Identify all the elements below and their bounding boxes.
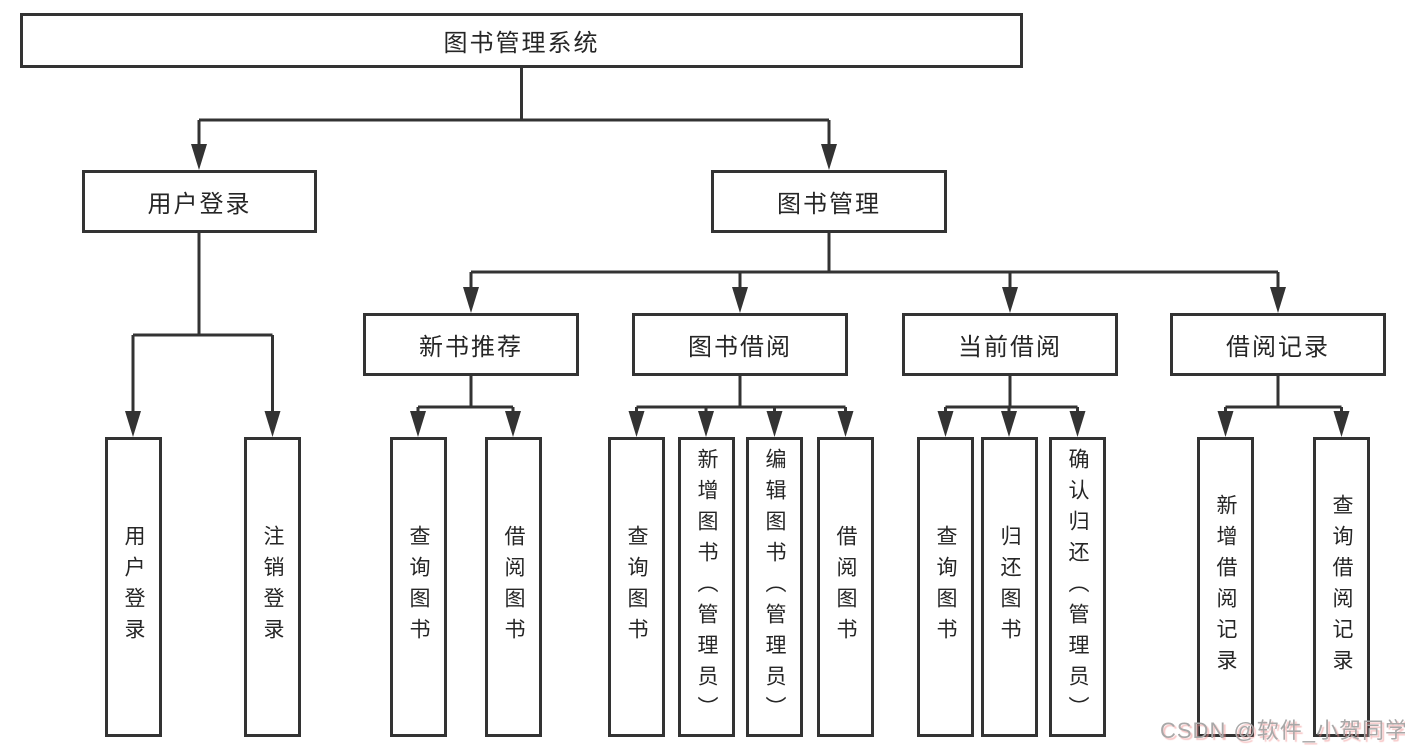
node-book-borrow: 图书借阅 — [632, 313, 848, 376]
node-root: 图书管理系统 — [20, 13, 1023, 68]
node-current-borrow: 当前借阅 — [902, 313, 1118, 376]
connector-root-to-level2 — [197, 68, 831, 144]
leaf-user-login: 用户登录 — [105, 437, 162, 737]
leaf-add-borrow-record: 新增借阅记录 — [1197, 437, 1254, 737]
connector-borrowrecords-to-leaves — [1224, 376, 1343, 411]
leaf-query-book-1: 查询图书 — [390, 437, 447, 737]
leaf-query-borrow-record: 查询借阅记录 — [1313, 437, 1370, 737]
arrow-down-icon — [821, 144, 837, 170]
arrow-down-icon — [505, 411, 521, 437]
arrow-down-icon — [937, 411, 954, 437]
node-book-management: 图书管理 — [711, 170, 947, 233]
node-new-book-recommend: 新书推荐 — [363, 313, 579, 376]
leaf-borrow-book-2: 借阅图书 — [817, 437, 874, 737]
leaf-add-book-admin: 新增图书（管理员） — [678, 437, 735, 737]
arrow-down-icon — [628, 411, 645, 437]
arrow-down-icon — [1001, 411, 1017, 437]
arrow-down-icon — [191, 144, 207, 170]
leaf-query-book-3: 查询图书 — [917, 437, 974, 737]
arrowheads — [125, 144, 1350, 437]
arrow-down-icon — [766, 411, 783, 437]
node-user-login: 用户登录 — [82, 170, 317, 233]
leaf-borrow-book-1: 借阅图书 — [485, 437, 542, 737]
leaf-return-book: 归还图书 — [981, 437, 1038, 737]
arrow-down-icon — [1069, 411, 1086, 437]
connector-userlogin-to-leaves — [131, 233, 274, 411]
arrow-down-icon — [463, 287, 479, 313]
arrow-down-icon — [1002, 287, 1018, 313]
connector-bookmgmt-to-level3 — [469, 233, 1280, 287]
arrow-down-icon — [125, 411, 141, 437]
arrow-down-icon — [698, 411, 714, 437]
leaf-edit-book-admin: 编辑图书（管理员） — [746, 437, 803, 737]
watermark: CSDN @软件_小贺同学 — [1160, 718, 1405, 743]
arrow-down-icon — [410, 411, 426, 437]
leaf-confirm-return-admin: 确认归还（管理员） — [1049, 437, 1106, 737]
arrow-down-icon — [837, 411, 854, 437]
connector-currentborrow-to-leaves — [944, 376, 1079, 411]
arrow-down-icon — [264, 411, 281, 437]
connector-bookborrow-to-leaves — [635, 376, 847, 411]
arrow-down-icon — [1217, 411, 1234, 437]
arrow-down-icon — [1333, 411, 1350, 437]
leaf-query-book-2: 查询图书 — [608, 437, 665, 737]
arrow-down-icon — [732, 287, 748, 313]
leaf-logout-login: 注销登录 — [244, 437, 301, 737]
arrow-down-icon — [1270, 287, 1286, 313]
connector-newbookrec-to-leaves — [416, 376, 515, 411]
node-borrow-records: 借阅记录 — [1170, 313, 1386, 376]
